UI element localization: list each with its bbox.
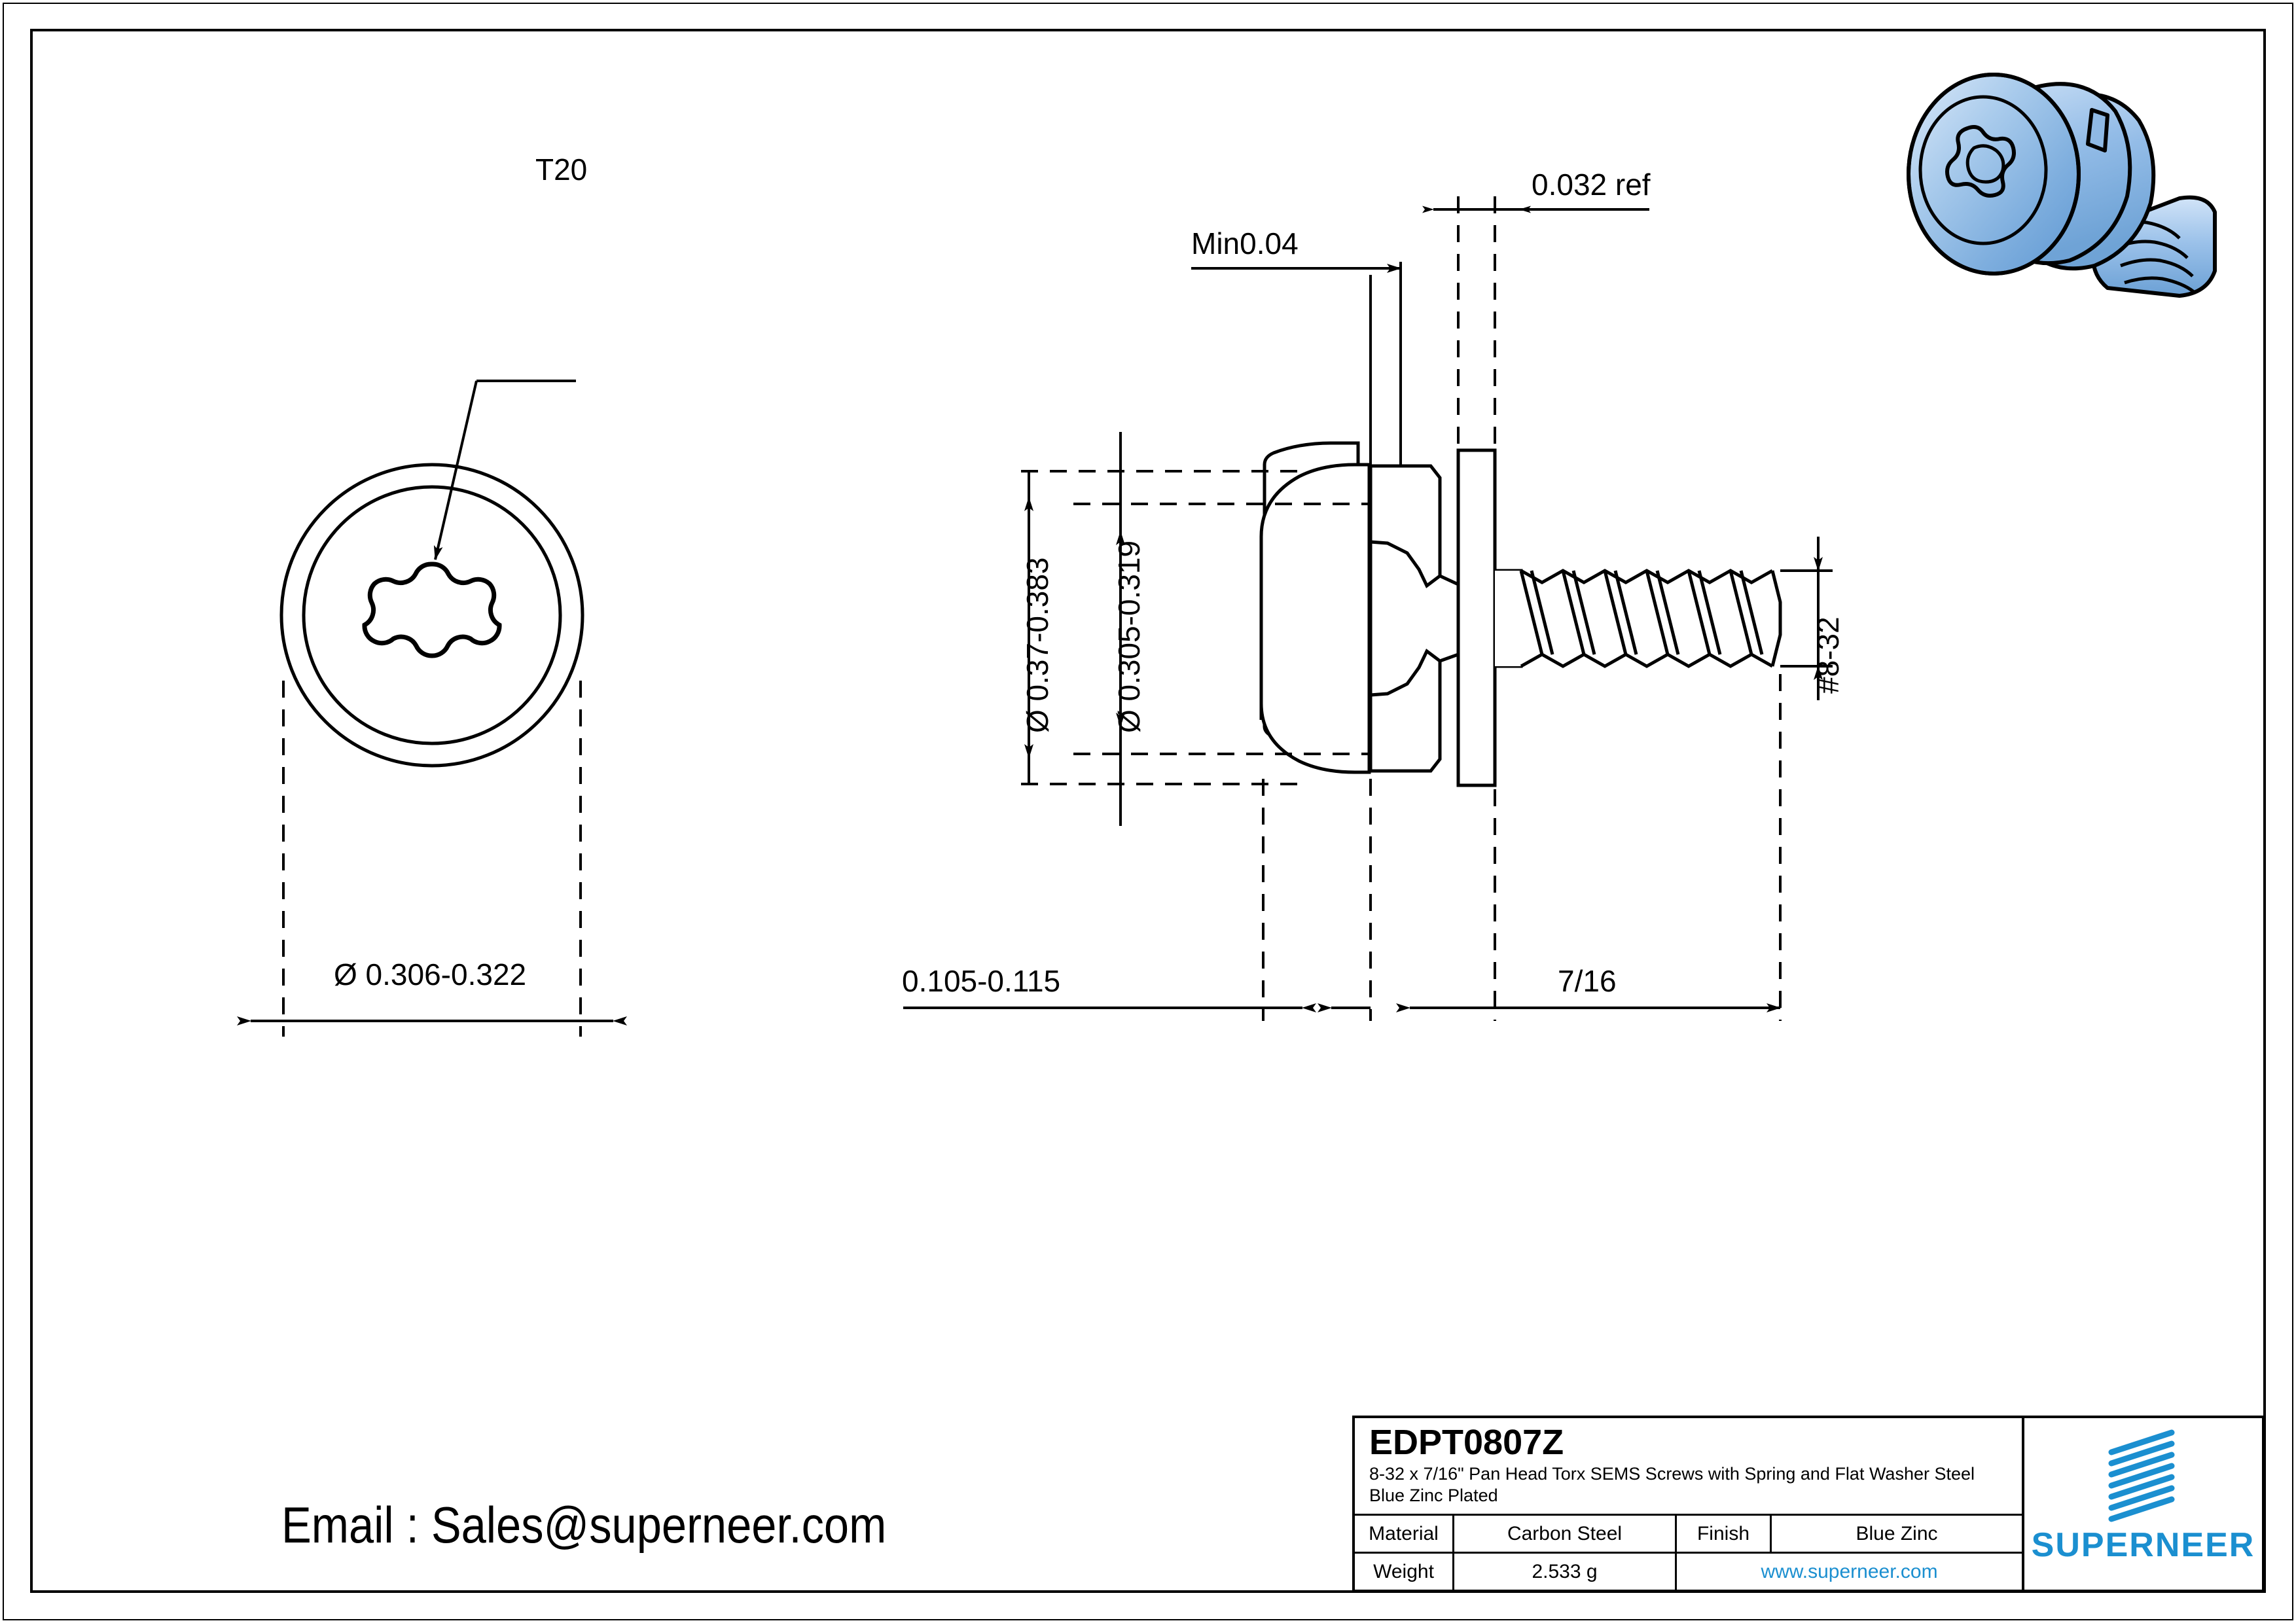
thread-length-dimension: 7/16 [1558,964,1617,998]
flat-washer-thickness-dimension: 0.032 ref [1532,168,1651,202]
head-diameter-dimension: Ø 0.37-0.383 [1020,557,1054,733]
sheet-inner-frame [30,29,2266,1593]
part-description: 8-32 x 7/16" Pan Head Torx SEMS Screws w… [1369,1464,1975,1505]
part-number: EDPT0807Z [1369,1423,1564,1462]
website-link[interactable]: www.superneer.com [1761,1560,1938,1582]
weight-label: Weight [1355,1554,1454,1590]
thread-size-callout: #8-32 [1811,616,1845,694]
contact-email: Email : Sales@superneer.com [281,1496,887,1554]
title-block-left: EDPT0807Z 8-32 x 7/16" Pan Head Torx SEM… [1355,1418,2024,1590]
render-torx-recess [1945,125,2016,198]
t20-callout-label: T20 [535,152,588,187]
isometric-screw-render [1907,73,2217,298]
title-block: EDPT0807Z 8-32 x 7/16" Pan Head Torx SEM… [1352,1416,2265,1592]
material-label: Material [1355,1516,1454,1552]
finish-label: Finish [1677,1516,1772,1552]
render-pan-head [1907,73,2081,276]
weight-value: 2.533 g [1454,1554,1677,1590]
material-value: Carbon Steel [1454,1516,1677,1552]
head-height-dimension: 0.105-0.115 [902,964,1061,998]
title-block-description-cell: EDPT0807Z 8-32 x 7/16" Pan Head Torx SEM… [1355,1418,2022,1516]
title-block-row-material: Material Carbon Steel Finish Blue Zinc [1355,1516,2022,1554]
spring-washer-diameter-dimension: Ø 0.305-0.319 [1112,540,1146,733]
finish-value: Blue Zinc [1856,1522,1938,1544]
brand-name: SUPERNEER [2031,1526,2255,1564]
superneer-logo-icon [2108,1429,2174,1522]
sheet-outer-border [3,3,2293,1620]
min-washer-gap-dimension: Min0.04 [1191,226,1299,260]
title-block-row-weight: Weight 2.533 g www.superneer.com [1355,1554,2022,1590]
brand-logo-panel: SUPERNEER [2024,1418,2262,1590]
front-view-diameter-dimension: Ø 0.306-0.322 [334,957,527,991]
